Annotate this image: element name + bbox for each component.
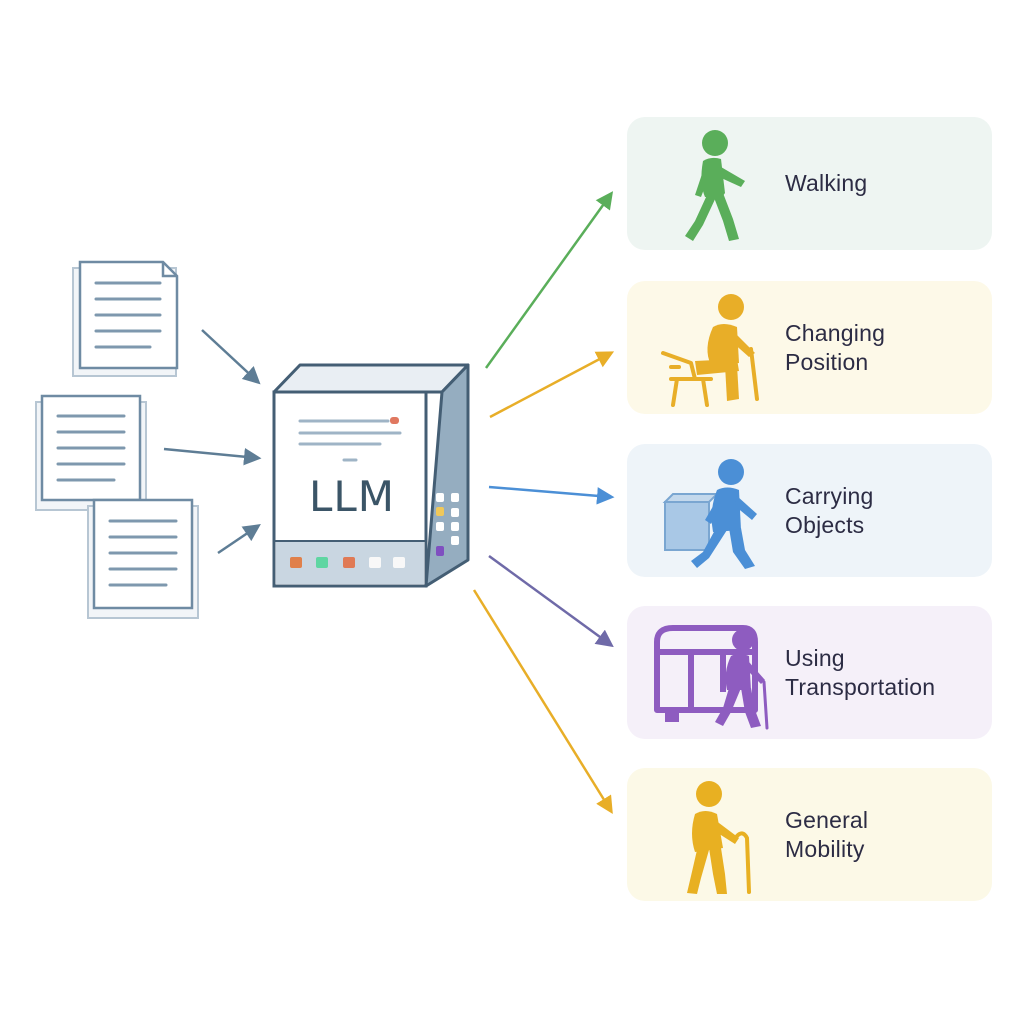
document-icon-1 — [72, 260, 179, 377]
document-icon-3 — [87, 498, 199, 619]
walking-person-icon — [685, 130, 745, 241]
output-arrow-using-transportation — [488, 554, 614, 648]
category-card-changing-position: Changing Position — [627, 281, 992, 414]
category-card-carrying-objects: Carrying Objects — [627, 444, 992, 577]
category-label-carrying-objects: Carrying Objects — [785, 482, 874, 538]
output-arrows — [472, 191, 615, 814]
category-label-using-transportation: Using Transportation — [785, 644, 936, 700]
output-arrow-general-mobility — [472, 589, 613, 814]
input-arrow-3 — [217, 524, 261, 555]
input-arrow-2 — [163, 447, 262, 466]
output-arrow-walking — [484, 191, 614, 369]
carrying-box-icon — [662, 459, 757, 569]
input-arrows — [163, 329, 262, 555]
output-arrow-carrying-objects — [488, 485, 615, 505]
category-label-general-mobility: General Mobility — [785, 806, 869, 862]
document-icon-2 — [35, 394, 147, 511]
input-arrow-1 — [201, 329, 261, 385]
output-arrow-changing-position — [489, 351, 615, 419]
llm-label: LLM — [308, 472, 396, 521]
llm-box — [272, 363, 470, 588]
sit-to-stand-icon — [661, 294, 759, 407]
category-label-walking: Walking — [785, 170, 868, 196]
category-card-using-transportation: Using Transportation — [627, 606, 992, 739]
person-with-cane-icon — [687, 781, 751, 894]
category-card-walking: Walking — [627, 117, 992, 250]
category-card-general-mobility: General Mobility — [627, 768, 992, 901]
bus-person-icon — [654, 625, 769, 730]
category-label-changing-position: Changing Position — [785, 319, 886, 375]
